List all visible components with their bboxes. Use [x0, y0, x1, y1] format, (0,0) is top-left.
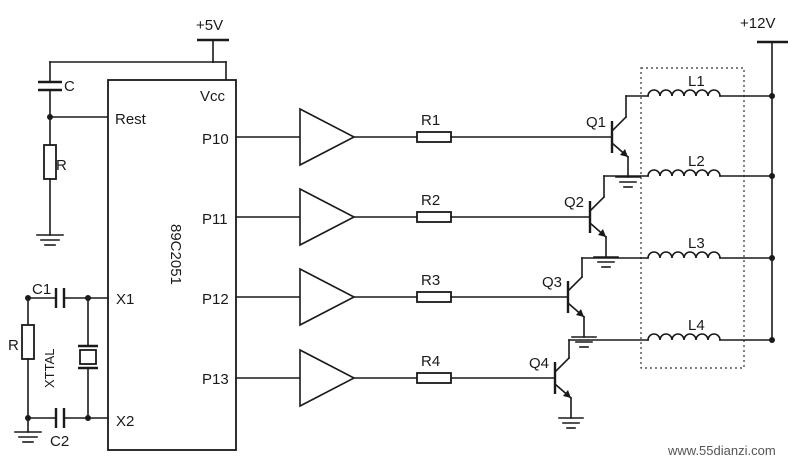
resistor-r1-label: R1 [421, 112, 440, 129]
transistor-q3-label: Q3 [542, 274, 562, 291]
channel-1: R1 Q1 L1 [235, 73, 775, 188]
transistor-q1-label: Q1 [586, 114, 606, 131]
reset-resistor [43, 144, 57, 180]
buffer-2 [299, 187, 356, 247]
x2-pin-label: X2 [116, 413, 134, 430]
coil-l3 [647, 251, 721, 259]
coil-l2 [647, 169, 721, 177]
chip-name-label: 89C2051 [167, 224, 184, 285]
channel-3: R3 Q3 L3 [235, 235, 775, 348]
buffer-1 [299, 107, 356, 167]
coil-l3-label: L3 [688, 235, 705, 252]
x1-pin-label: X1 [116, 291, 134, 308]
coil-l4-label: L4 [688, 317, 705, 334]
port-p11-label: P11 [202, 211, 228, 228]
vcc-pin-label: Vcc [200, 88, 226, 105]
coil-l2-label: L2 [688, 153, 705, 170]
osc-resistor [21, 324, 35, 360]
resistor-r1 [416, 131, 452, 143]
transistor-q4-label: Q4 [529, 355, 549, 372]
transistor-q2-label: Q2 [564, 194, 584, 211]
c1-label: C1 [32, 281, 51, 298]
crystal [79, 349, 97, 365]
buffer-3 [299, 267, 356, 327]
coil-l1 [647, 89, 721, 97]
coil-l1-label: L1 [688, 73, 705, 90]
port-p10-label: P10 [202, 131, 229, 148]
channel-2: R2 Q2 L2 [235, 153, 775, 268]
rail-5v: +5V [49, 17, 229, 81]
buffer-4 [299, 348, 356, 408]
resistor-r3-label: R3 [421, 272, 440, 289]
coil-box [640, 67, 745, 369]
reset-resistor-label: R [56, 157, 67, 174]
mcu-chip: Rest Vcc X1 X2 P10 P11 P12 P13 89C2051 [107, 79, 237, 451]
reset-circuit: C R [36, 61, 109, 246]
resistor-r2 [416, 211, 452, 223]
port-p12-label: P12 [202, 291, 229, 308]
resistor-r4-label: R4 [421, 353, 440, 370]
watermark: www.55dianzi.com [667, 443, 776, 458]
resistor-r2-label: R2 [421, 192, 440, 209]
resistor-r3 [416, 291, 452, 303]
vcc-12v-label: +12V [740, 15, 775, 32]
oscillator-circuit: C1 C2 R XTTAL [8, 281, 109, 450]
resistor-r4 [416, 372, 452, 384]
coil-l4 [647, 333, 721, 341]
c2-label: C2 [50, 433, 69, 450]
crystal-label: XTTAL [42, 349, 57, 389]
port-p13-label: P13 [202, 371, 229, 388]
cap-c-label: C [64, 78, 75, 95]
rest-pin-label: Rest [115, 111, 147, 128]
rail-12v: +12V [740, 15, 788, 341]
osc-resistor-label: R [8, 337, 19, 354]
channel-4: R4 Q4 L4 [235, 317, 775, 429]
vcc-5v-label: +5V [196, 17, 223, 34]
